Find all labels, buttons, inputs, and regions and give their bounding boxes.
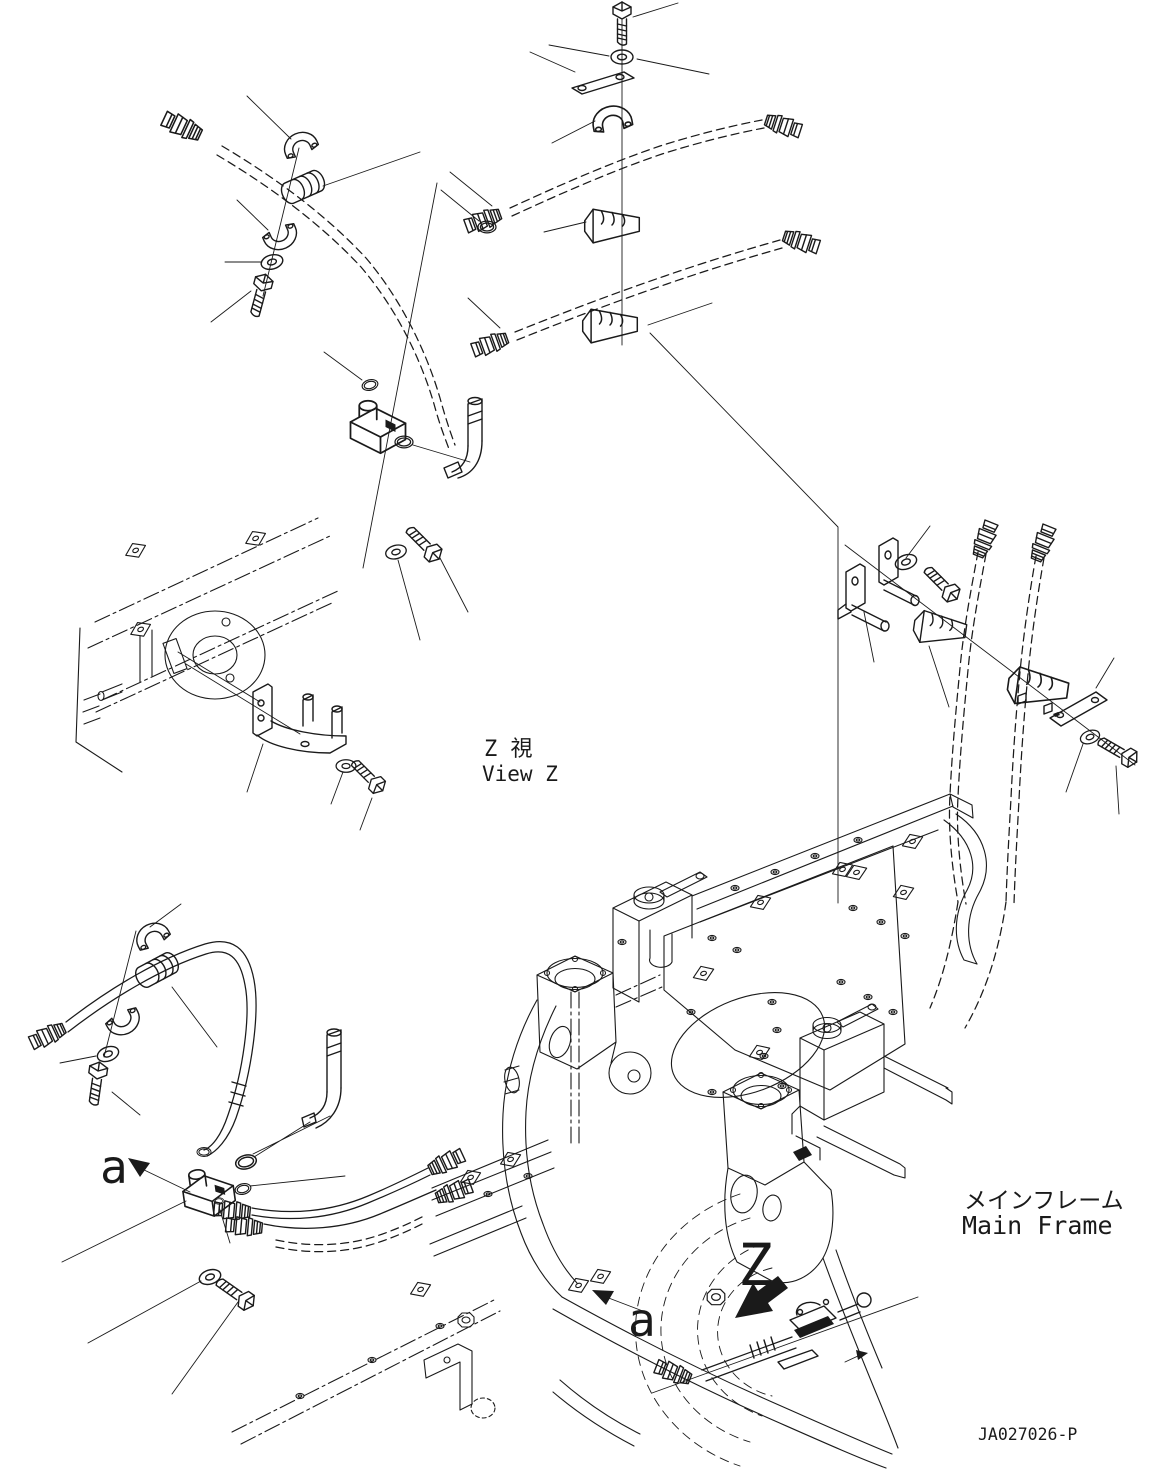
hex-bolt-glyph (347, 755, 390, 798)
hose-fitting-glyph (425, 1145, 468, 1179)
hex-bolt-glyph (919, 561, 965, 607)
detail-marker-a2-group: a (565, 1264, 656, 1347)
o-ring-glyph (196, 1146, 212, 1158)
hose-clamp-glyph (278, 126, 320, 161)
clamp-block-glyph (1004, 664, 1071, 712)
arrowhead (592, 1290, 614, 1305)
detail-marker-a1-group: a (100, 1140, 191, 1194)
bottom-left-hose-group (26, 903, 475, 1395)
clip-glyph (241, 526, 270, 551)
drawing-number: JA027026-P (978, 1425, 1077, 1444)
flat-washer-glyph (335, 759, 357, 773)
hex-bolt-glyph (212, 1272, 260, 1314)
flat-washer-glyph (892, 550, 920, 574)
elbow-fitting-glyph (443, 396, 483, 479)
rear-pillar-bore (722, 1071, 899, 1449)
clamp-block-glyph (911, 608, 969, 650)
main-frame-label-jp: メインフレーム (964, 1188, 1124, 1214)
mounting-bracket-group (177, 651, 390, 831)
hydraulic-tank (791, 1003, 953, 1179)
hose-fitting-glyph (212, 1199, 252, 1222)
frame-back-plate (663, 845, 917, 1098)
hose-fitting-glyph (780, 226, 822, 257)
flat-washer-glyph (94, 1042, 122, 1066)
top-center-clamp-stack (440, 1, 822, 360)
mounting-bracket-glyph (837, 537, 920, 632)
clip-glyph (126, 617, 155, 642)
hex-bolt-glyph (1094, 731, 1142, 771)
hex-bolt-glyph (401, 521, 447, 567)
mounting-bracket-glyph (252, 683, 347, 754)
bottom-frame-edge (552, 1296, 893, 1469)
main-frame: Z a (231, 793, 987, 1469)
view-z-label-jp: Z 視 (484, 737, 533, 762)
hex-nut-glyph (706, 1288, 726, 1306)
view-direction-arrow (735, 1276, 788, 1318)
strap-plate-glyph (1049, 691, 1108, 727)
top-rail (691, 793, 987, 965)
detail-marker-a1: a (100, 1140, 128, 1194)
hose-fitting-glyph (433, 1176, 475, 1208)
clamp-block-glyph (583, 208, 641, 244)
hose-fitting-glyph (159, 108, 205, 145)
clamp-block-glyph (581, 308, 639, 344)
left-frame-leg (502, 999, 578, 1298)
o-ring-glyph (233, 1181, 253, 1197)
strap-plate-glyph (571, 71, 635, 95)
center-valve-group (323, 351, 483, 641)
hex-bolt-glyph (83, 1060, 110, 1107)
hose-clamp-glyph (130, 916, 172, 953)
hose-clamp-glyph (789, 1298, 837, 1338)
hose-fitting-glyph (762, 110, 804, 141)
bottom-hose-assembly (651, 1292, 919, 1394)
hose-fitting-glyph (26, 1019, 69, 1053)
arrowhead (128, 1158, 150, 1177)
hose-fitting-glyph (968, 518, 1001, 561)
elbow-pipe-glyph (301, 1028, 342, 1129)
hex-bolt-glyph (245, 271, 275, 320)
flat-washer-glyph (196, 1266, 224, 1288)
left-partial-frame (75, 517, 341, 773)
bottom-left-rail (231, 1277, 501, 1445)
hose-clamp-glyph (589, 102, 634, 135)
flat-washer-glyph (383, 542, 409, 562)
hose-fitting-glyph (469, 328, 511, 360)
view-z-boundary (362, 182, 839, 904)
flat-washer-glyph (258, 251, 286, 273)
clip-glyph (121, 538, 150, 563)
radiator-tank (612, 871, 708, 1003)
top-left-clamp-group (159, 95, 456, 450)
right-clamp-group (837, 518, 1142, 1029)
housing-arcs (635, 1193, 773, 1467)
hose-fitting-glyph (1026, 522, 1059, 565)
arrowhead (856, 1350, 868, 1360)
main-frame-label-en: Main Frame (962, 1211, 1113, 1240)
left-mid-rails (429, 1139, 555, 1257)
front-pillar-bore (536, 955, 663, 1146)
o-ring-glyph (394, 435, 414, 449)
hose-clamp-glyph (104, 1005, 146, 1042)
hose-fitting-glyph (224, 1215, 264, 1238)
view-direction-marker: Z (706, 1231, 788, 1318)
detail-marker-a2: a (628, 1293, 656, 1347)
view-z-label-en: View Z (482, 762, 558, 786)
o-ring-glyph (360, 377, 380, 393)
o-ring-glyph (233, 1151, 259, 1173)
hose-clamp-glyph (261, 221, 303, 256)
